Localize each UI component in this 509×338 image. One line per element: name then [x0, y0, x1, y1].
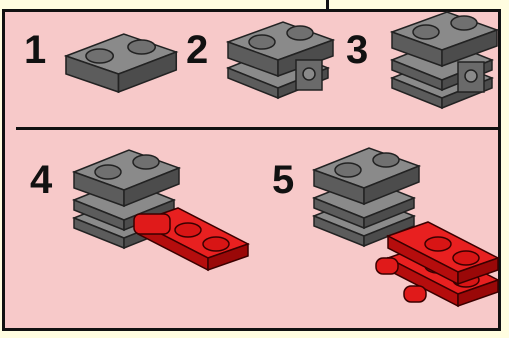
- step3-assembly: [392, 12, 497, 108]
- step4-assembly: [74, 150, 248, 270]
- step5-assembly: [314, 148, 498, 306]
- step1-brick: [66, 34, 176, 92]
- step2-assembly: [228, 22, 333, 98]
